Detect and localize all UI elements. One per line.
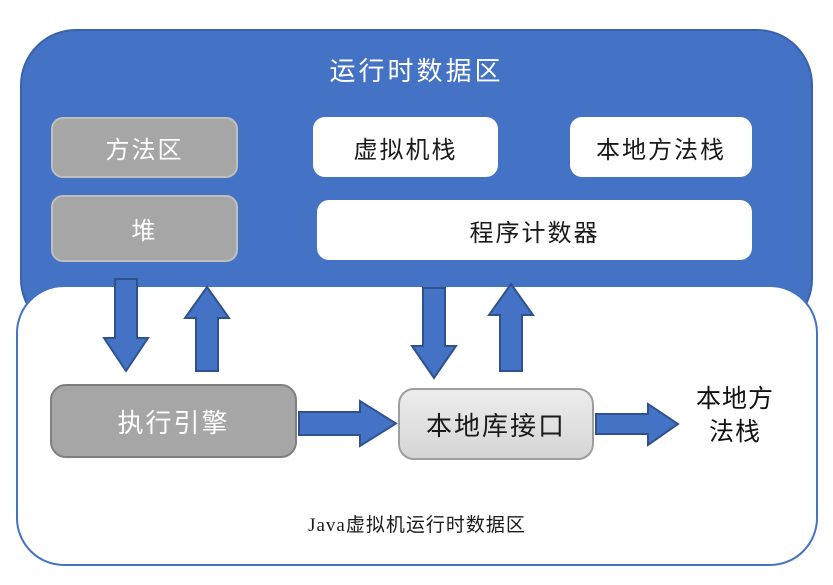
native-method-stack-label: 本地方法栈 <box>596 136 726 164</box>
arrow-right-engine-to-interface-icon <box>298 399 398 448</box>
arrow-right-interface-to-native-icon <box>595 402 680 447</box>
native-method-stack-box: 本地方法栈 <box>570 117 752 177</box>
native-method-stack-text: 本地方法栈 <box>695 385 774 446</box>
arrow-down-middle-icon <box>410 287 458 380</box>
runtime-area-title: 运行时数据区 <box>329 56 504 86</box>
arrow-up-middle-icon <box>487 282 535 372</box>
heap-box: 堆 <box>51 195 238 262</box>
vm-stack-label: 虚拟机栈 <box>353 136 458 164</box>
arrow-up-left-icon <box>183 285 231 372</box>
execution-engine-label: 执行引擎 <box>117 407 230 438</box>
method-area-label: 方法区 <box>105 137 184 164</box>
method-area-box: 方法区 <box>51 117 238 178</box>
execution-engine-box: 执行引擎 <box>50 384 297 458</box>
arrow-down-left-icon <box>102 278 150 373</box>
heap-label: 堆 <box>131 218 158 245</box>
program-counter-label: 程序计数器 <box>469 219 600 247</box>
diagram-caption: Java虚拟机运行时数据区 <box>308 515 526 536</box>
vm-stack-box: 虚拟机栈 <box>313 117 498 177</box>
program-counter-box: 程序计数器 <box>317 200 752 260</box>
native-library-interface-label: 本地库接口 <box>425 410 566 441</box>
native-library-interface-box: 本地库接口 <box>398 388 594 460</box>
runtime-data-area-region <box>20 29 813 335</box>
